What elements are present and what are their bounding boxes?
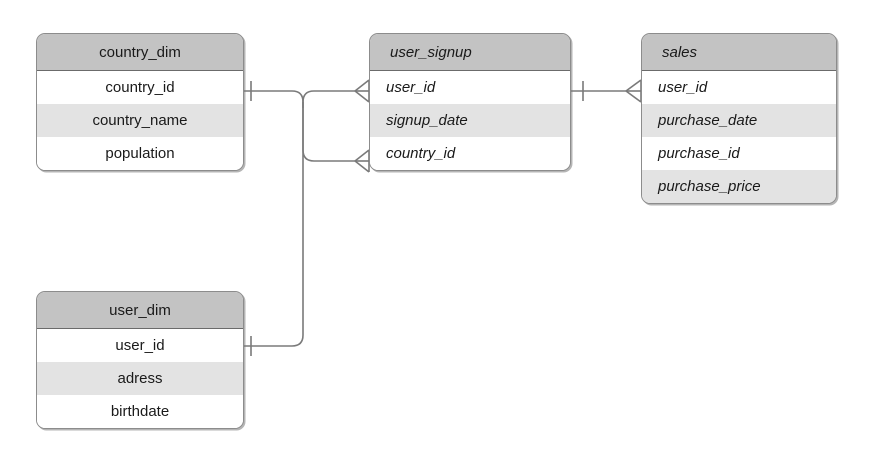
attribute-row[interactable]: user_id [370,71,570,104]
attribute-row[interactable]: user_id [37,329,243,362]
attribute-row[interactable]: country_name [37,104,243,137]
entity-title-sales: sales [642,34,836,71]
cardinality-many-signup-country-id [354,149,370,173]
relationship-line-userdim-to-signup [244,102,304,347]
attribute-row[interactable]: purchase_price [642,170,836,203]
relationship-line-country-trunk [302,102,355,162]
entity-title-user_dim: user_dim [37,292,243,329]
attribute-row[interactable]: purchase_date [642,104,836,137]
cardinality-many-signup-user-id [354,79,370,103]
entity-title-user_signup: user_signup [370,34,570,71]
entity-title-country_dim: country_dim [37,34,243,71]
relationship-line-country-to-signup-upper [244,90,304,108]
entity-sales[interactable]: sales user_id purchase_date purchase_id … [641,33,837,204]
relationship-line-country-to-signup-join-upper [302,90,355,103]
entity-user_dim[interactable]: user_dim user_id adress birthdate [36,291,244,429]
attribute-row[interactable]: country_id [370,137,570,170]
entity-user_signup[interactable]: user_signup user_id signup_date country_… [369,33,571,171]
attribute-row[interactable]: adress [37,362,243,395]
attribute-row[interactable]: purchase_id [642,137,836,170]
attribute-row[interactable]: population [37,137,243,170]
attribute-row[interactable]: user_id [642,71,836,104]
entity-country_dim[interactable]: country_dim country_id country_name popu… [36,33,244,171]
attribute-row[interactable]: country_id [37,71,243,104]
cardinality-many-sales-user-id [625,79,642,103]
attribute-row[interactable]: signup_date [370,104,570,137]
attribute-row[interactable]: birthdate [37,395,243,428]
